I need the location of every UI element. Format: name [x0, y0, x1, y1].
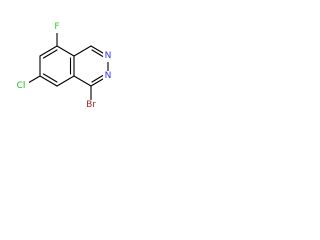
nitrogen-label-2: N — [105, 71, 112, 81]
nitrogen-label-1: N — [105, 51, 112, 61]
bond-double-inner — [91, 73, 106, 83]
bond — [56, 75, 75, 87]
bond — [39, 75, 58, 87]
bond-double-inner — [91, 49, 106, 59]
bond — [39, 45, 58, 57]
bond-double-inner — [42, 73, 58, 83]
molecule-diagram: F N N Cl Br — [0, 0, 152, 152]
bond — [56, 45, 75, 57]
structure-svg: F N N Cl Br — [14, 22, 113, 111]
bond-double-inner — [42, 49, 58, 59]
bromine-label: Br — [86, 100, 96, 110]
bond-to-cl — [27, 75, 41, 84]
bond — [73, 75, 92, 87]
bond — [73, 45, 92, 57]
fluorine-label: F — [54, 22, 59, 32]
chlorine-label: Cl — [17, 81, 26, 91]
